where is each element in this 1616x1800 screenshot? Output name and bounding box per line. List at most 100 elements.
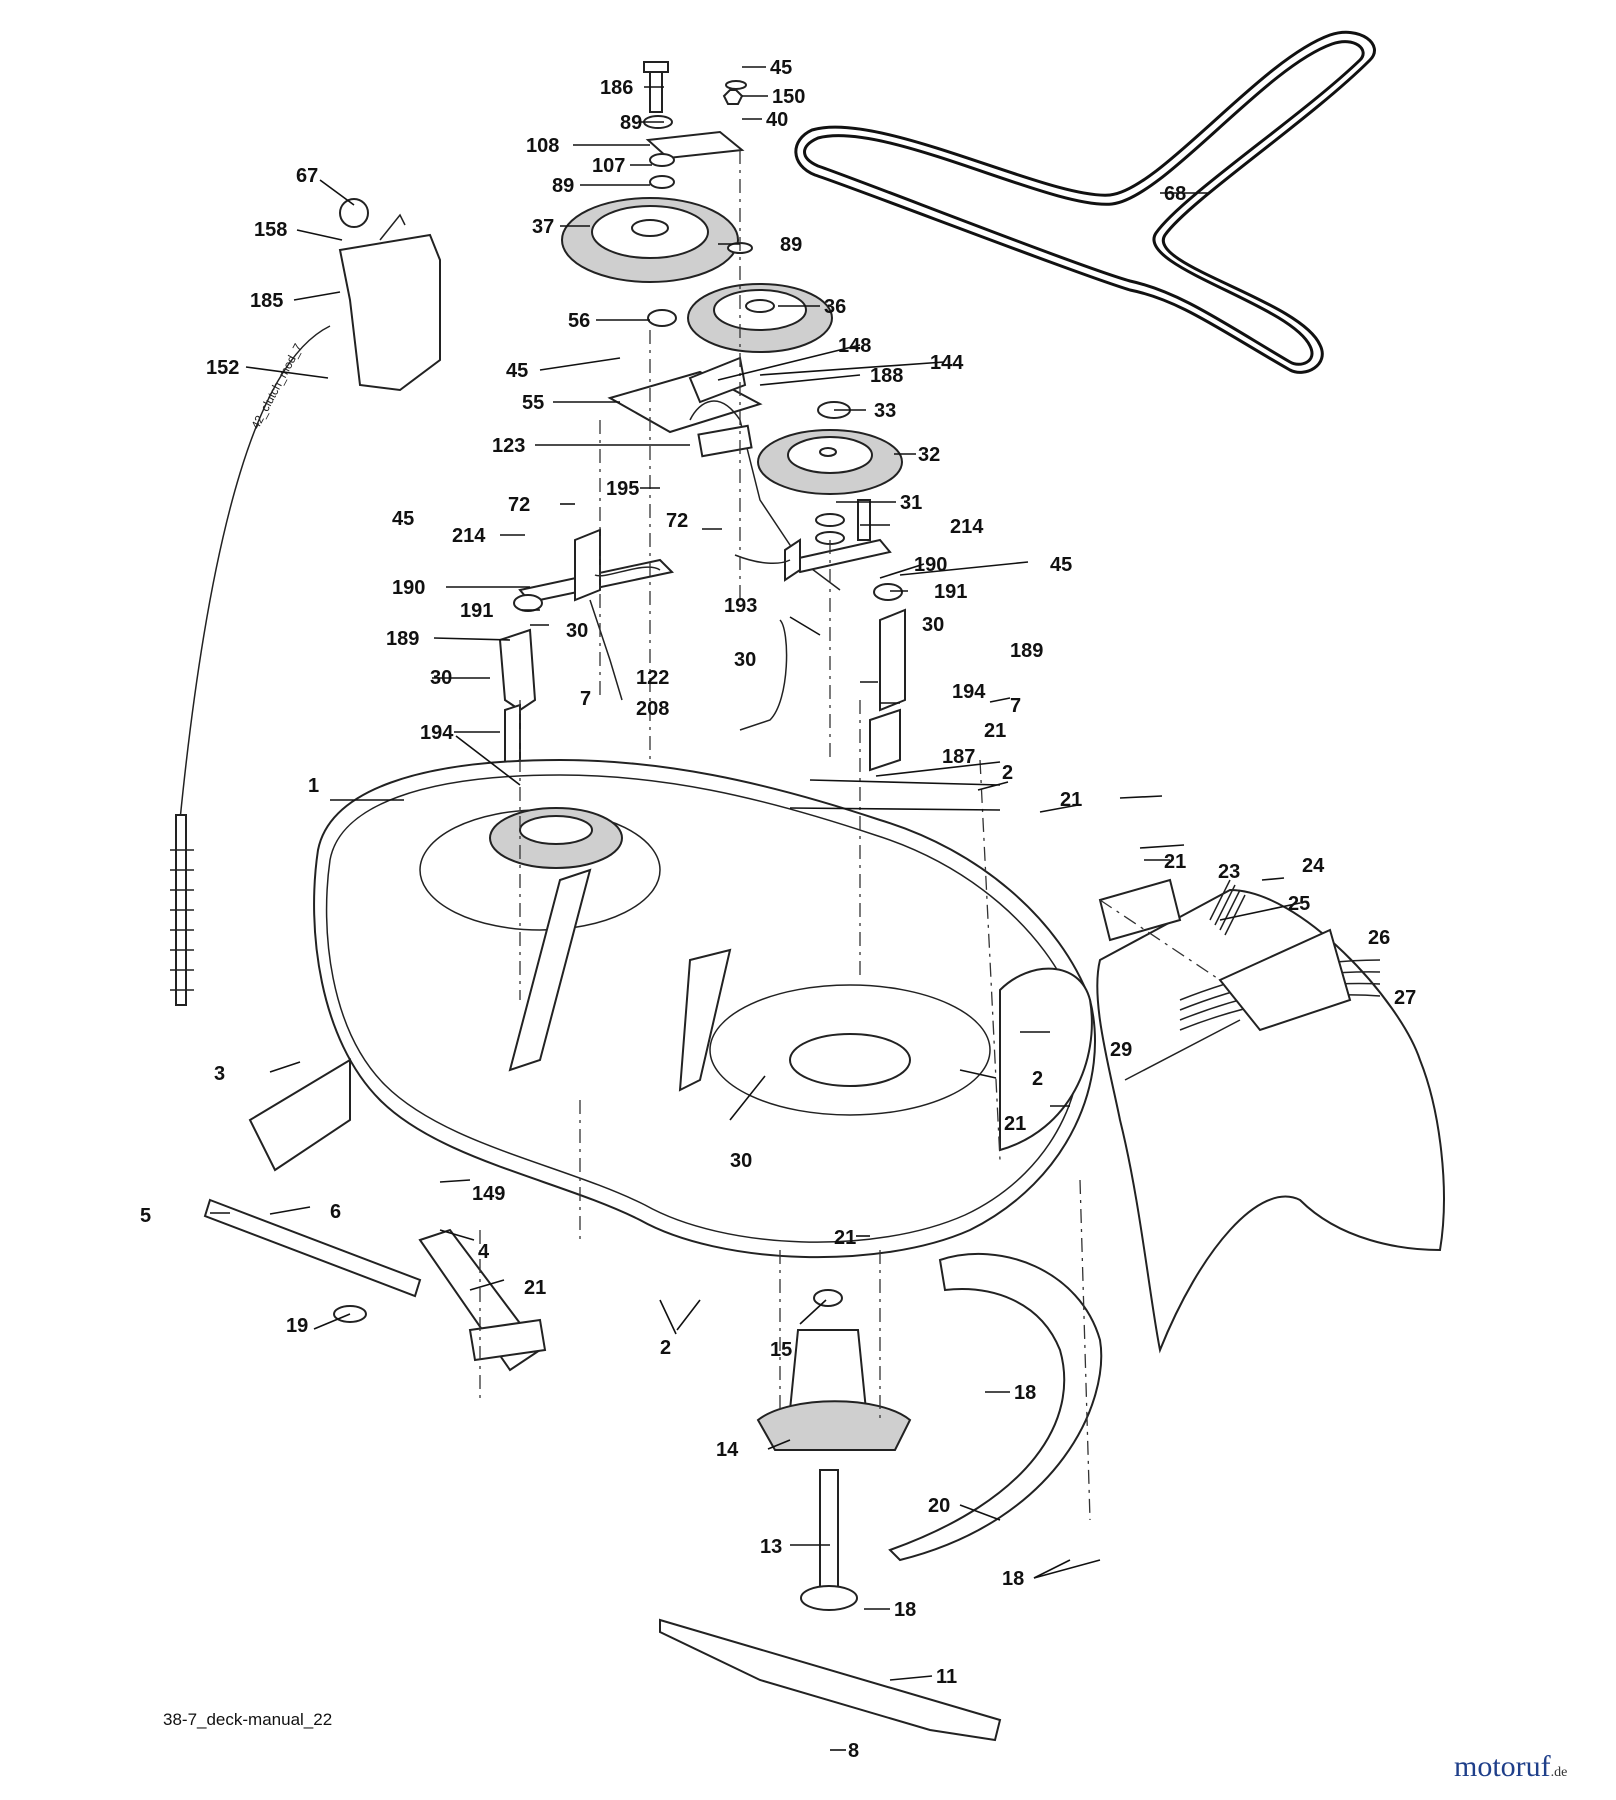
- callout-30: 30: [430, 667, 452, 689]
- leader-lines: [210, 66, 1301, 1751]
- callout-8: 8: [848, 1740, 859, 1762]
- callout-89: 89: [552, 175, 574, 197]
- callout-89: 89: [780, 234, 802, 256]
- callout-148: 148: [838, 335, 871, 357]
- callout-158: 158: [254, 219, 287, 241]
- callout-2: 2: [1032, 1068, 1043, 1090]
- callout-68: 68: [1164, 183, 1186, 205]
- callout-149: 149: [472, 1183, 505, 1205]
- callout-26: 26: [1368, 927, 1390, 949]
- clutch-bracket-assembly: [607, 356, 841, 591]
- callout-7: 7: [1010, 695, 1021, 717]
- callout-122: 122: [636, 667, 669, 689]
- callout-3: 3: [214, 1063, 225, 1085]
- mower-deck-shell: [313, 758, 1096, 1259]
- callout-18: 18: [1014, 1382, 1036, 1404]
- callout-33: 33: [874, 400, 896, 422]
- callout-29: 29: [1110, 1039, 1132, 1061]
- cable-label: 42_clutch_mod_7: [248, 341, 305, 432]
- callout-30: 30: [730, 1150, 752, 1172]
- callout-150: 150: [772, 86, 805, 108]
- callout-30: 30: [566, 620, 588, 642]
- callout-36: 36: [824, 296, 846, 318]
- callout-188: 188: [870, 365, 903, 387]
- callout-32: 32: [918, 444, 940, 466]
- callout-4: 4: [478, 1241, 490, 1263]
- brand-watermark: motoruf.de: [1454, 1750, 1567, 1784]
- callout-27: 27: [1394, 987, 1416, 1009]
- callout-56: 56: [568, 310, 590, 332]
- callout-1: 1: [308, 775, 319, 797]
- callout-189: 189: [386, 628, 419, 650]
- callout-30: 30: [922, 614, 944, 636]
- callout-5: 5: [140, 1205, 151, 1227]
- callout-193: 193: [724, 595, 757, 617]
- callout-185: 185: [250, 290, 283, 312]
- discharge-chute-assembly: [1096, 878, 1445, 1354]
- callout-13: 13: [760, 1536, 782, 1558]
- callout-214: 214: [950, 516, 984, 538]
- callout-labels: 186 45 150 89 40 108 107 89 67 158 37 89…: [140, 57, 1416, 1762]
- callout-108: 108: [526, 135, 559, 157]
- drive-belt: [794, 30, 1376, 374]
- callout-18: 18: [1002, 1568, 1024, 1590]
- callout-190: 190: [914, 554, 947, 576]
- callout-7: 7: [580, 688, 591, 710]
- brand-name: motoruf: [1454, 1750, 1551, 1783]
- callout-45: 45: [770, 57, 792, 79]
- callout-24: 24: [1302, 855, 1325, 877]
- callout-123: 123: [492, 435, 525, 457]
- callout-187: 187: [942, 746, 975, 768]
- callout-18: 18: [894, 1599, 916, 1621]
- callout-195: 195: [606, 478, 639, 500]
- callout-45: 45: [392, 508, 414, 530]
- callout-23: 23: [1218, 861, 1240, 883]
- callout-20: 20: [928, 1495, 950, 1517]
- callout-194: 194: [420, 722, 454, 744]
- callout-72: 72: [508, 494, 530, 516]
- callout-72: 72: [666, 510, 688, 532]
- callout-31: 31: [900, 492, 922, 514]
- diagram-caption: 38-7_deck-manual_22: [163, 1710, 333, 1729]
- callout-6: 6: [330, 1201, 341, 1223]
- callout-15: 15: [770, 1339, 792, 1361]
- spindle-and-blade: [659, 1252, 1103, 1742]
- callout-214: 214: [452, 525, 486, 547]
- callout-21: 21: [834, 1227, 856, 1249]
- callout-186: 186: [600, 77, 633, 99]
- callout-89: 89: [620, 112, 642, 134]
- callout-19: 19: [286, 1315, 308, 1337]
- callout-55: 55: [522, 392, 544, 414]
- callout-25: 25: [1288, 893, 1310, 915]
- callout-21: 21: [1164, 851, 1186, 873]
- callout-30: 30: [734, 649, 756, 671]
- callout-2: 2: [660, 1337, 671, 1359]
- lift-linkage: [498, 528, 906, 772]
- callout-191: 191: [934, 581, 967, 603]
- idler-pulley-assembly: [561, 61, 833, 353]
- callout-21: 21: [524, 1277, 546, 1299]
- callout-40: 40: [766, 109, 788, 131]
- callout-14: 14: [716, 1439, 739, 1461]
- callout-21: 21: [984, 720, 1006, 742]
- callout-11: 11: [936, 1666, 957, 1688]
- callout-194: 194: [952, 681, 986, 703]
- callout-190: 190: [392, 577, 425, 599]
- callout-208: 208: [636, 698, 669, 720]
- callout-144: 144: [930, 352, 964, 374]
- brand-suffix: .de: [1550, 1765, 1568, 1780]
- callout-189: 189: [1010, 640, 1043, 662]
- callout-67: 67: [296, 165, 318, 187]
- callout-45: 45: [506, 360, 528, 382]
- drive-pulley-assembly: [757, 401, 903, 545]
- callout-21: 21: [1060, 789, 1082, 811]
- callout-152: 152: [206, 357, 239, 379]
- callout-191: 191: [460, 600, 493, 622]
- callout-37: 37: [532, 216, 554, 238]
- callout-2: 2: [1002, 762, 1013, 784]
- callout-45: 45: [1050, 554, 1072, 576]
- callout-107: 107: [592, 155, 625, 177]
- callout-21: 21: [1004, 1113, 1026, 1135]
